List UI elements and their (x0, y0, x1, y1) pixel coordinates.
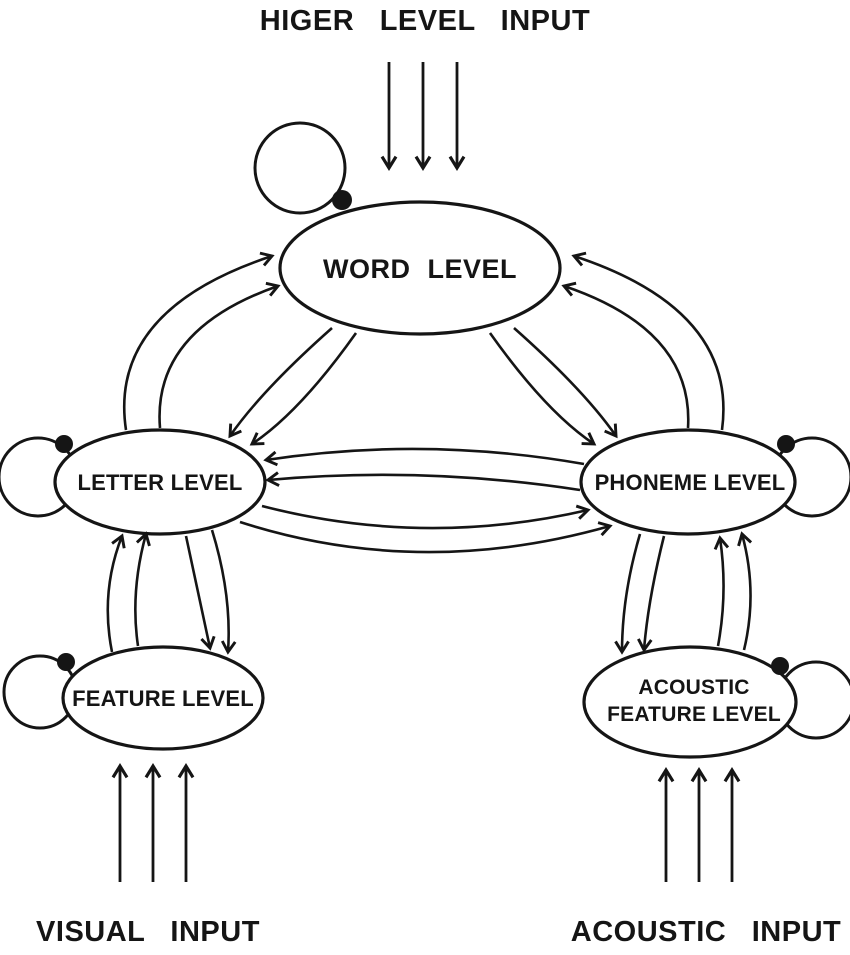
arrow-feature-to-letter-inner (134, 531, 151, 647)
phoneme-acoustic-connections (614, 531, 753, 655)
phoneme-loop-dot (777, 435, 795, 453)
acoustic-feature-level-node (582, 645, 798, 759)
arrow-acoustic-to-phoneme-outer (737, 531, 753, 651)
arrow-letter-to-word-inner (158, 281, 281, 429)
word-letter-connections (122, 251, 358, 446)
higher-level-input-arrows (380, 62, 466, 172)
loop-terminal-dots (55, 190, 795, 675)
arrow-letter-to-feature-inner (184, 535, 216, 651)
acoustic-feature-level-label-line1: ACOUSTIC (638, 676, 749, 699)
letter-level-label: LETTER LEVEL (78, 470, 243, 495)
arrow-acoustic-to-phoneme-inner (713, 535, 730, 647)
arrow-letter-to-word-outer (122, 251, 275, 431)
word-level-node (278, 200, 562, 336)
acoustic-input-label: ACOUSTIC INPUT (571, 916, 842, 948)
letter-phoneme-connections (239, 447, 613, 554)
word-loop-dot (332, 190, 352, 210)
feature-level-node (61, 645, 265, 751)
arrow-feature-to-letter-outer (106, 533, 126, 653)
arrow-phoneme-to-letter-upper (263, 447, 585, 467)
feature-loop-dot (57, 653, 75, 671)
feature-level-label: FEATURE LEVEL (72, 686, 254, 711)
arrow-letter-to-phoneme-lower (239, 520, 613, 554)
letter-level-node (53, 428, 267, 536)
arrow-phoneme-to-word-inner (561, 281, 690, 429)
arrow-word-to-letter-inner (249, 332, 358, 446)
letter-loop-dot (55, 435, 73, 453)
arrow-phoneme-to-acoustic-outer (614, 533, 642, 655)
visual-input-arrows (111, 762, 195, 882)
arrow-word-to-letter-outer (228, 327, 333, 439)
arrow-phoneme-to-letter-lower (265, 471, 581, 492)
arrow-word-to-phoneme-outer (513, 327, 618, 439)
acoustic-loop-dot (771, 657, 789, 675)
acoustic-feature-level-label-line2: FEATURE LEVEL (607, 703, 781, 726)
acoustic-input-arrows (657, 766, 741, 882)
arrow-phoneme-to-acoustic-inner (637, 535, 666, 653)
higher-level-input-label: HIGER LEVEL INPUT (260, 5, 590, 37)
arrow-letter-to-phoneme-upper (261, 504, 591, 530)
arrow-phoneme-to-word-outer (571, 251, 725, 431)
phoneme-level-label: PHONEME LEVEL (595, 470, 786, 495)
word-level-label: WORD LEVEL (323, 254, 517, 284)
phoneme-level-node (579, 428, 797, 536)
level-nodes (53, 200, 798, 759)
letter-feature-connections (106, 529, 237, 655)
arrow-letter-to-feature-outer (210, 529, 237, 655)
word-self-loop (253, 121, 347, 215)
word-phoneme-connections (488, 251, 725, 446)
arrow-word-to-phoneme-inner (488, 332, 597, 446)
visual-input-label: VISUAL INPUT (36, 916, 260, 948)
